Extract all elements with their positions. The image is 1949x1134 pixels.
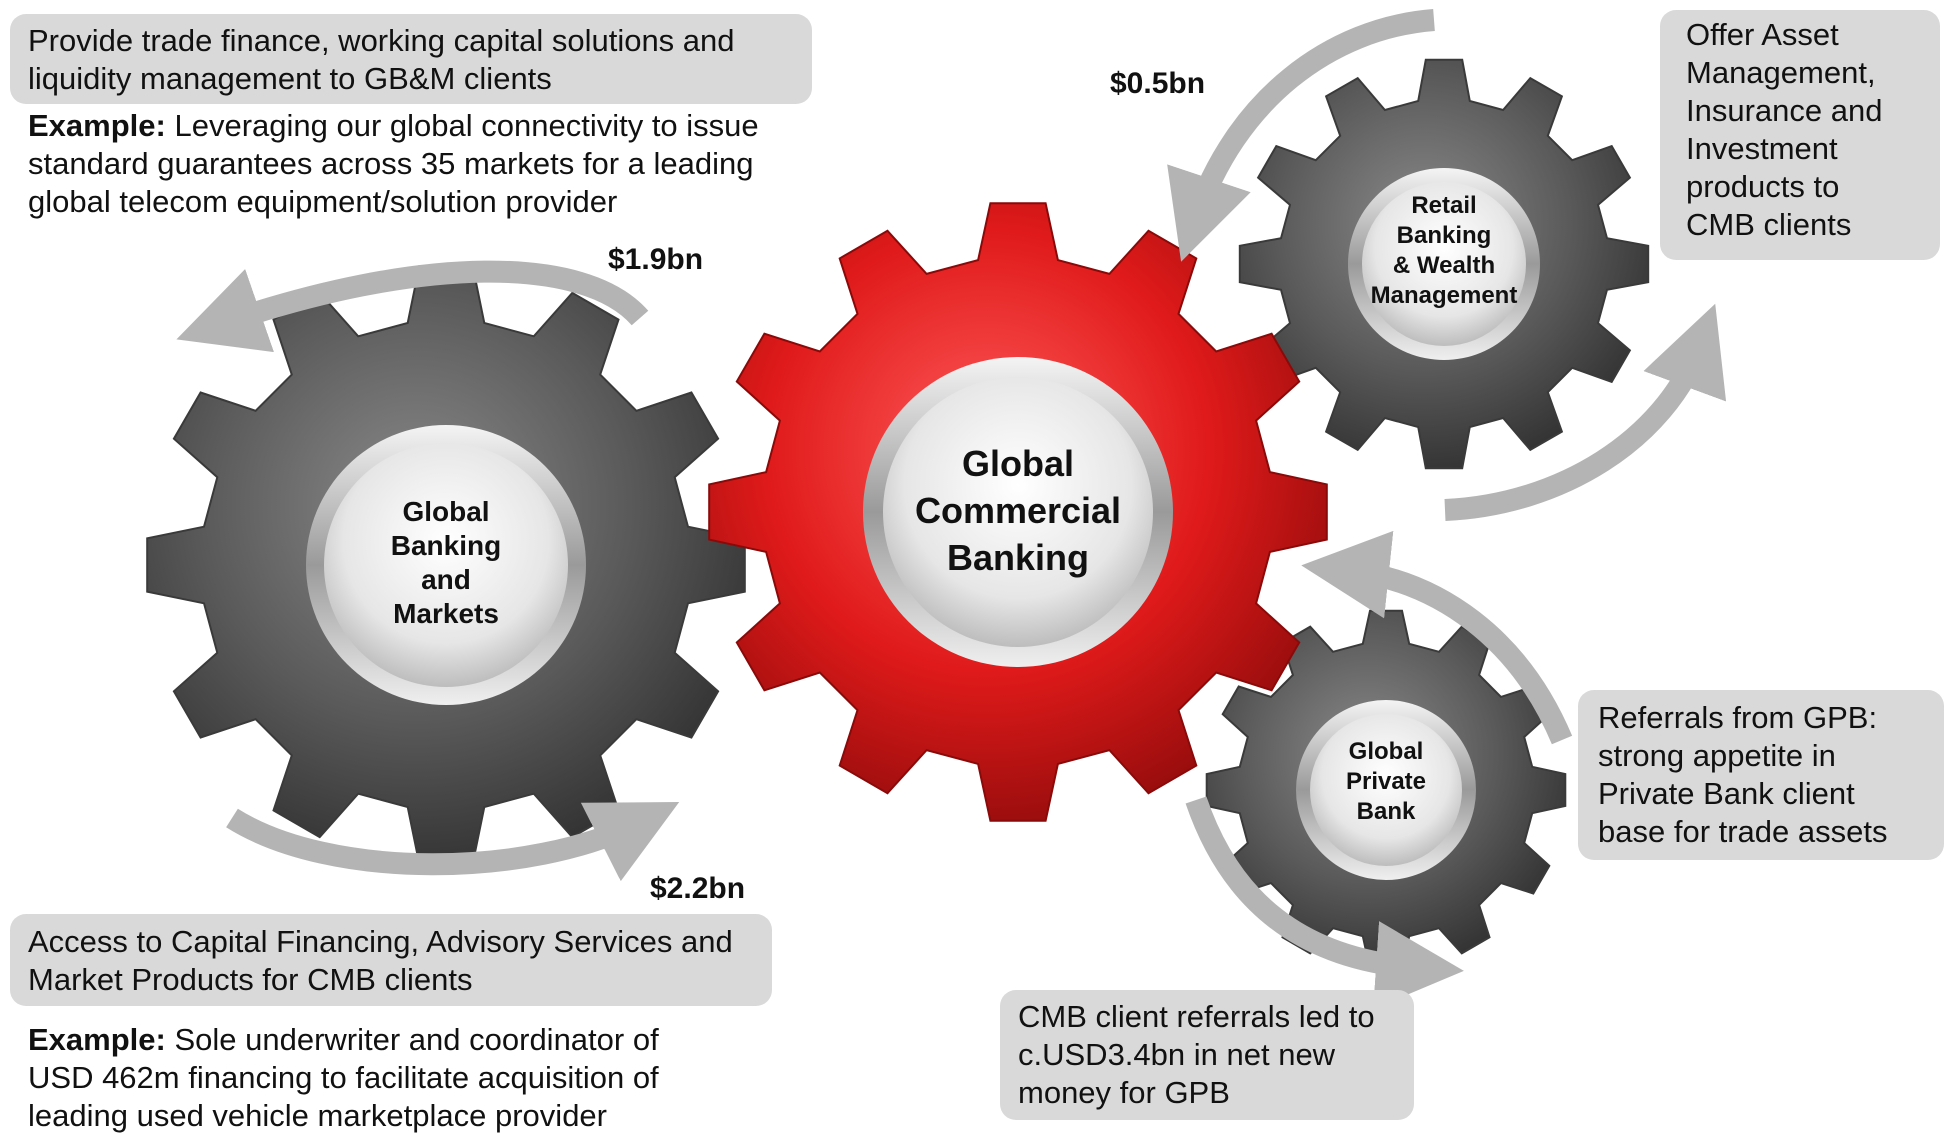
box-gbm-bottom: Access to Capital Financing, Advisory Se… (10, 914, 772, 1006)
example-top: Example: Leveraging our global connectiv… (28, 107, 808, 221)
arrow-gbm-top (176, 260, 649, 353)
amount-gbm-top: $1.9bn (608, 243, 704, 276)
center-gear-label: Global Commercial Banking (914, 443, 1122, 578)
arrow-gpb-top (1301, 530, 1573, 745)
gpb-gear-label: Global Private Bank (1345, 738, 1427, 825)
example-top-label: Example: (28, 108, 166, 143)
arrow-rbwm-bottom (1444, 303, 1727, 521)
gpb-hub (1296, 700, 1476, 880)
rbwm-hub (1348, 168, 1540, 360)
amount-rbwm: $0.5bn (1110, 67, 1206, 100)
gbm-hub (306, 425, 586, 705)
arrow-rbwm-top (1167, 9, 1435, 262)
box-gbm-top: Provide trade finance, working capital s… (10, 14, 812, 104)
example-bottom-text: Sole underwriter and coordinator of USD … (28, 1022, 659, 1133)
example-top-text: Leveraging our global connectivity to is… (28, 108, 759, 219)
arrow-gpb-bottom (1185, 796, 1464, 1009)
rbwm-gear-label: Retail Banking & Wealth Management (1370, 192, 1518, 309)
arrow-gbm-bottom (226, 802, 680, 882)
example-bottom: Example: Sole underwriter and coordinato… (28, 1021, 728, 1134)
box-gpb-bottom: CMB client referrals led to c.USD3.4bn i… (1000, 990, 1414, 1120)
box-gpb-right: Referrals from GPB: strong appetite in P… (1578, 690, 1944, 860)
gbm-gear-label: Global Banking and Markets (390, 496, 502, 629)
center-hub (863, 357, 1173, 667)
amount-gbm-bottom: $2.2bn (650, 872, 746, 905)
box-rbwm: Offer Asset Management, Insurance and In… (1660, 10, 1940, 260)
example-bottom-label: Example: (28, 1022, 166, 1057)
